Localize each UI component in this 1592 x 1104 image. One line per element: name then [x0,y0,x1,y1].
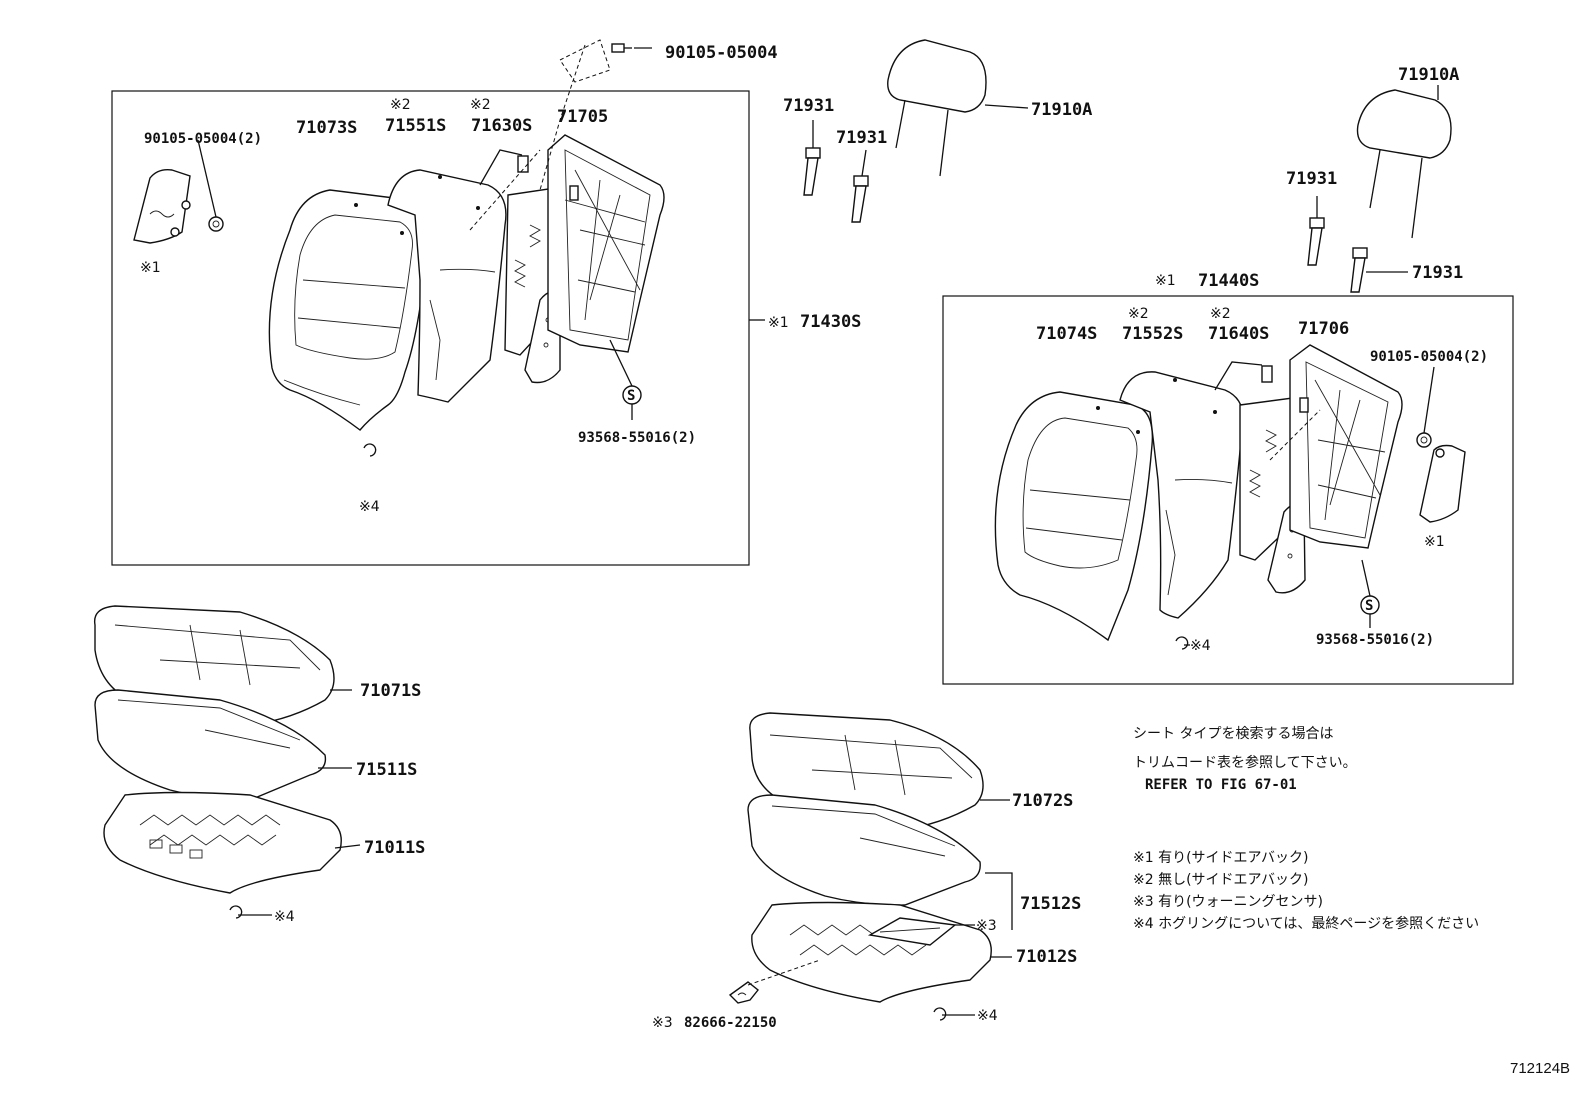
leader-90105-left [197,139,217,218]
legend-note4: ※4 ホグリングについては、最終ページを参照ください [1133,915,1479,932]
note-refer-trim-code: トリムコード表を参照して下さい。 [1133,754,1357,771]
note4-left-back: ※4 [359,499,380,515]
headrest-guide-71931-c [1307,196,1325,266]
seatback-cover-71073S [268,189,429,431]
legend-note3: ※3 有り(ウォーニングセンサ) [1133,894,1323,910]
note3-cushion: ※3 [976,918,997,934]
leader-93568-right [1361,559,1371,597]
label-71640S: 71640S [1208,324,1269,344]
nut-90105-left [208,216,224,232]
cushion-pad-71512S [747,794,981,906]
label-71012S: 71012S [1016,947,1077,967]
leader-71512S [985,872,1013,930]
hog-ring-right-back [1175,636,1189,650]
headrest-71910A-left [887,39,1029,177]
seatback-cover-71074S [994,391,1154,642]
note4-right-cushion: ※4 [977,1008,998,1024]
leader-93568-left [609,339,633,387]
note1-71430S: ※1 [768,315,789,331]
label-71430S: 71430S [800,312,861,332]
label-71552S: 71552S [1122,324,1183,344]
label-90105-05004-2-right: 90105-05004(2) [1370,349,1488,365]
label-71074S: 71074S [1036,324,1097,344]
leader-dash-sensor [747,959,821,986]
headrest-guide-71931-d [1350,247,1408,293]
note3-sensor: ※3 [652,1015,673,1031]
headrest-71910A-right [1356,85,1452,239]
label-71073S: 71073S [296,118,357,138]
note-refer-to-fig: REFER TO FIG 67-01 [1145,777,1297,793]
label-71630S: 71630S [471,116,532,136]
side-airbag-cover-right [1419,444,1466,523]
top-fastener-90105 [539,39,652,191]
label-71931-b: 71931 [836,128,887,148]
seatback-pad-71552S [1119,371,1244,619]
label-71931-d: 71931 [1412,263,1463,283]
label-82666-22150: 82666-22150 [684,1015,777,1031]
right-seatback-box [942,295,1514,685]
label-71931-a: 71931 [783,96,834,116]
svg-text:S: S [627,388,635,404]
seatback-frame-71706 [1289,344,1403,549]
hog-ring-left-back [363,443,377,457]
svg-text:S: S [1365,598,1373,614]
label-71910A-b: 71910A [1398,65,1459,85]
side-airbag-cover-left [133,168,191,244]
note1-71440S: ※1 [1155,273,1176,289]
nut-90105-right [1416,432,1432,448]
note1-left: ※1 [140,260,161,276]
cushion-frame-71011S [103,791,342,894]
s-marker-right: S [1360,595,1380,615]
note2-a: ※2 [390,97,411,113]
headrest-guide-71931-b [851,149,869,223]
leader-90105-right [1423,366,1435,434]
hog-ring-right-cushion [933,1007,947,1021]
label-71706: 71706 [1298,319,1349,339]
leader-dash-frame-right [1269,409,1321,461]
label-71931-c: 71931 [1286,169,1337,189]
note2-d: ※2 [1210,306,1231,322]
label-71071S: 71071S [360,681,421,701]
hog-ring-left-cushion [229,905,243,919]
label-71705: 71705 [557,107,608,127]
note4-left-cushion: ※4 [274,909,295,925]
seatback-pad-71551S [387,169,507,403]
label-90105-05004-top: 90105-05004 [665,43,778,63]
label-71072S: 71072S [1012,791,1073,811]
figure-code: 712124B [1510,1060,1570,1077]
label-71011S: 71011S [364,838,425,858]
label-71440S: 71440S [1198,271,1259,291]
label-71511S: 71511S [356,760,417,780]
note2-c: ※2 [1128,306,1149,322]
note1-right: ※1 [1424,534,1445,550]
headrest-guide-71931-a [803,120,821,196]
cushion-frame-71012S [751,901,992,1003]
label-93568-55016-left: 93568-55016(2) [578,430,696,446]
note2-b: ※2 [470,97,491,113]
leader-71011S [334,844,361,849]
label-71512S: 71512S [1020,894,1081,914]
label-93568-55016-right: 93568-55016(2) [1316,632,1434,648]
note4-right-back: ※4 [1190,638,1211,654]
note-search-seat-type: シート タイプを検索する場合は [1133,725,1333,742]
left-seatback-box [111,90,750,566]
warning-sensor-82666-22150 [728,981,759,1004]
seatback-frame-71705 [547,134,665,353]
legend-note2: ※2 無し(サイドエアバック) [1133,872,1308,888]
s-marker-left: S [622,385,642,405]
legend-note1: ※1 有り(サイドエアバック) [1133,850,1308,866]
cushion-pad-71511S [94,689,327,801]
label-90105-05004-2-left: 90105-05004(2) [144,131,262,147]
label-71551S: 71551S [385,116,446,136]
label-71910A-a: 71910A [1031,100,1092,120]
leader-dash-frame [469,149,541,231]
